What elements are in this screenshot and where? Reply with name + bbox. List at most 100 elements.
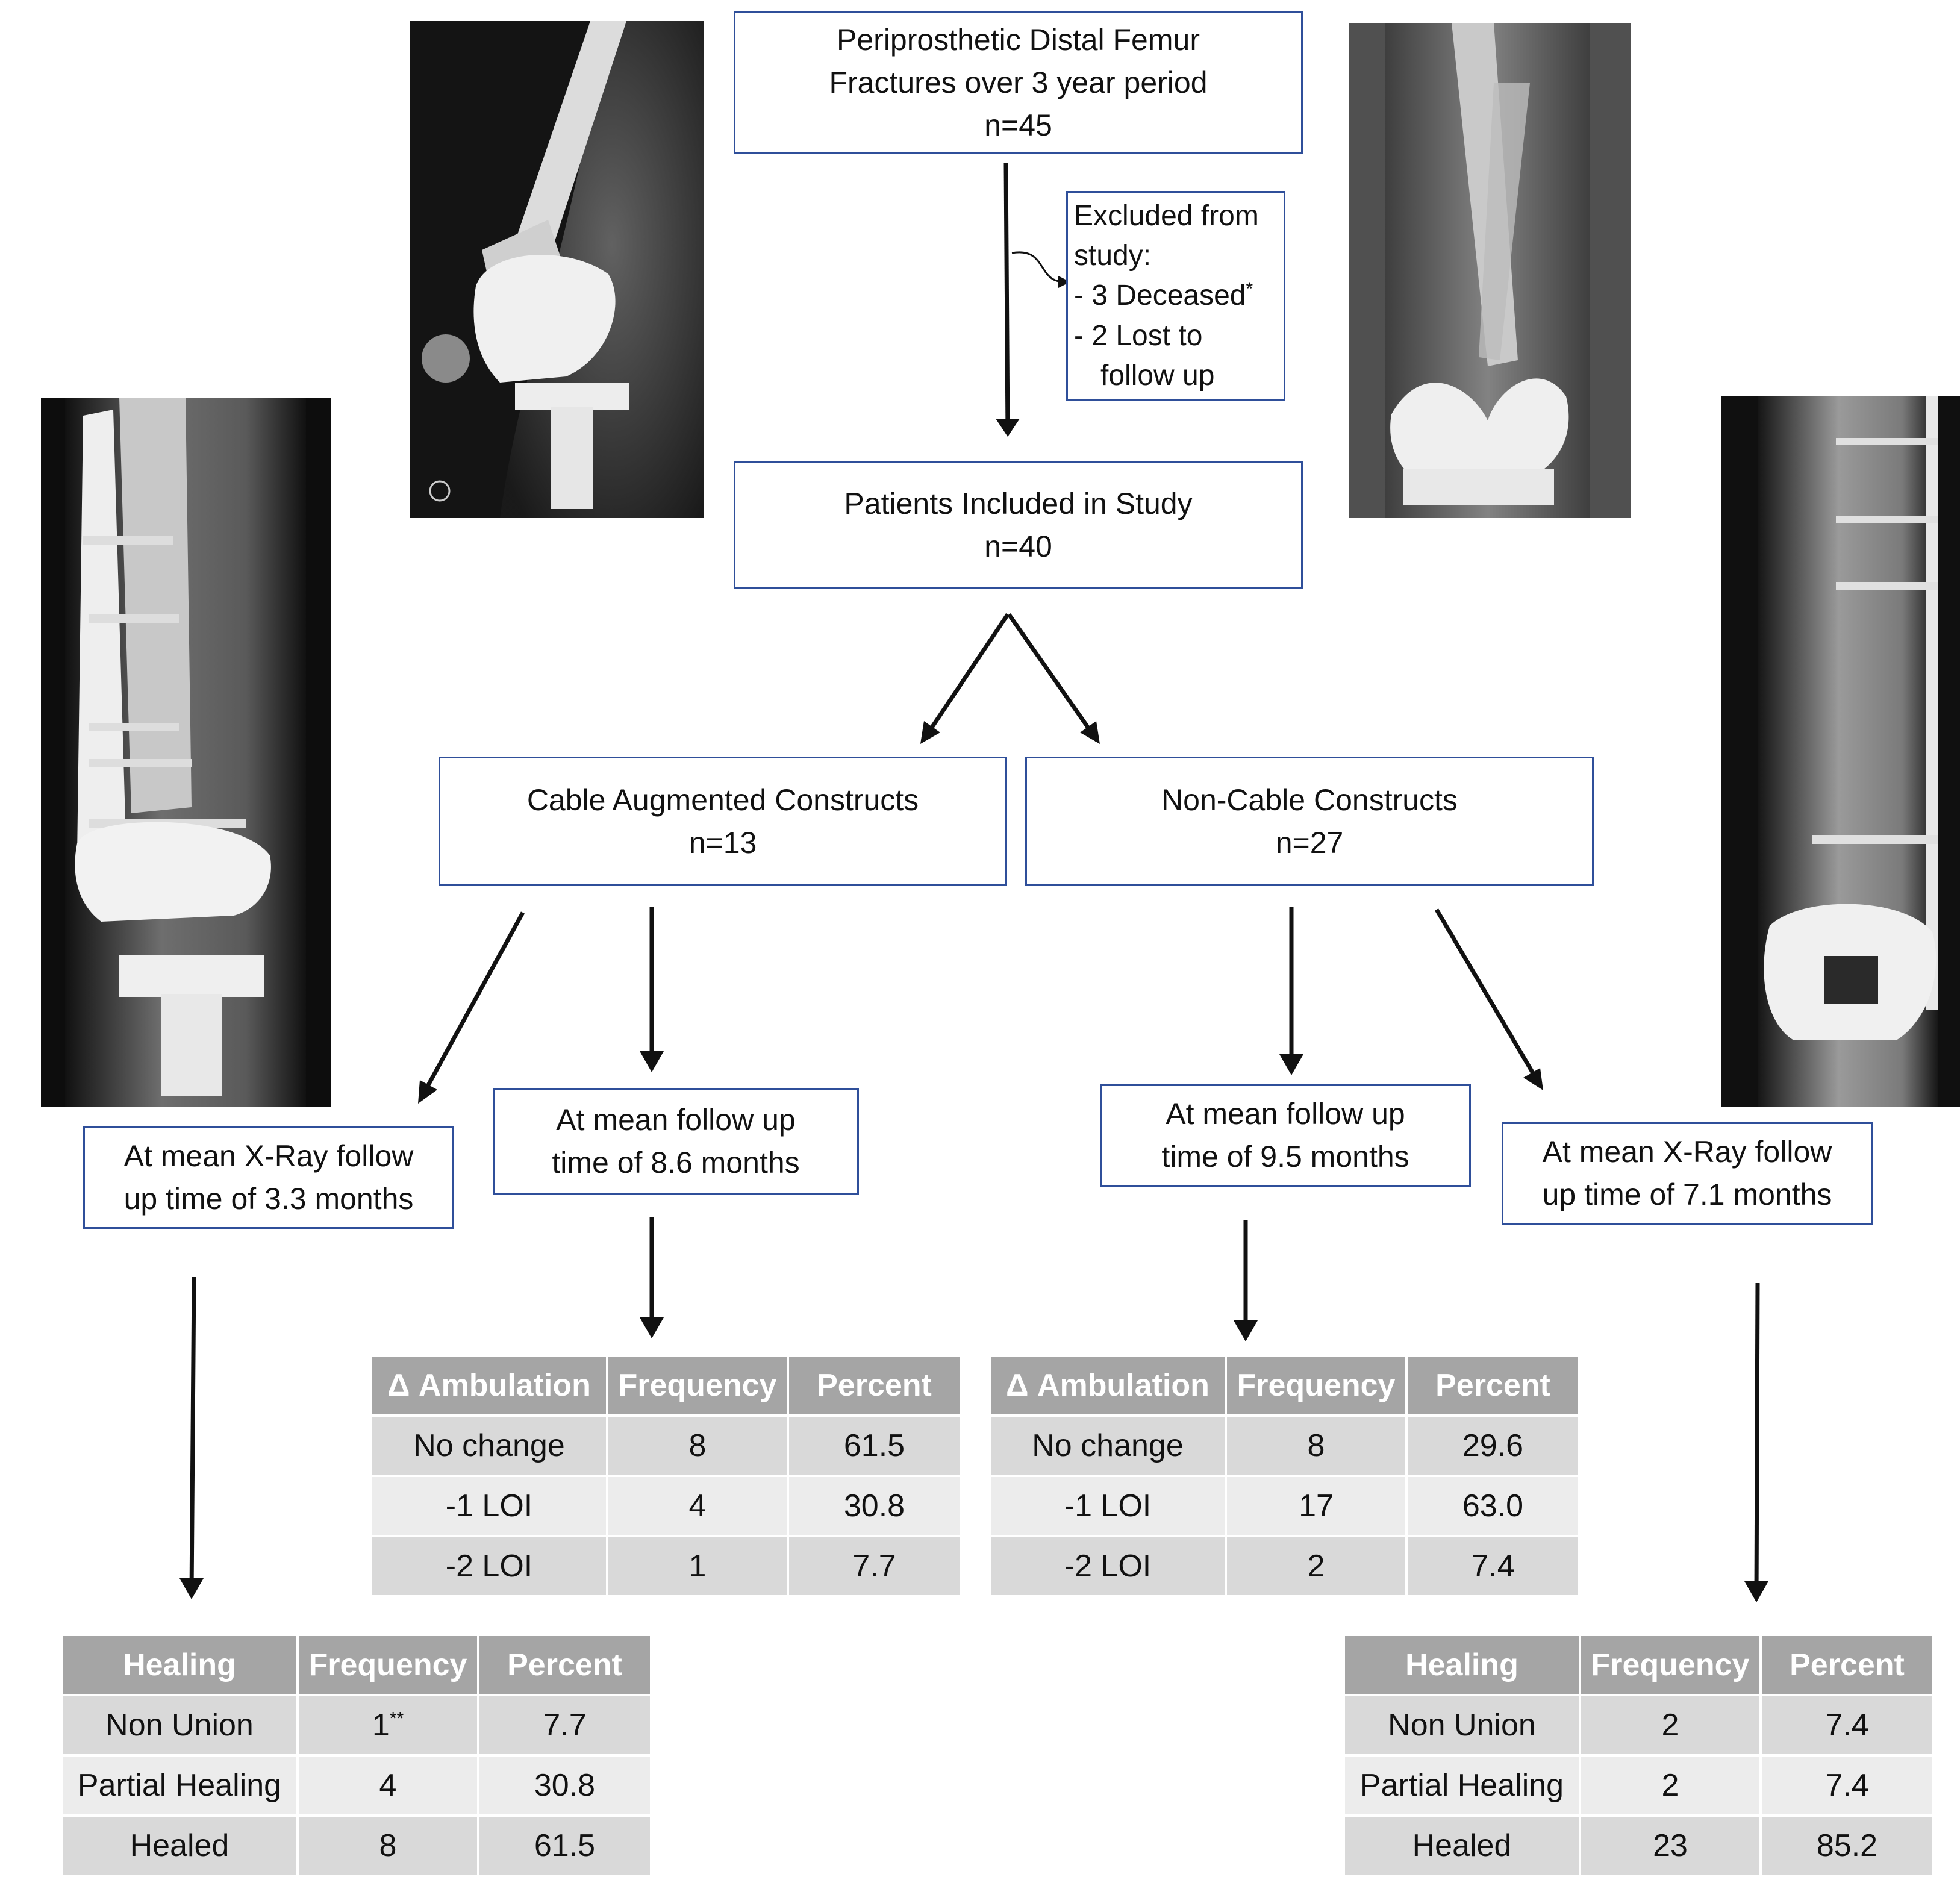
cell-percent: 7.4 [1761,1755,1932,1816]
cell-percent: 7.7 [788,1536,960,1596]
top-box-count: n=45 [984,104,1052,147]
cell-frequency: 1 [607,1536,788,1596]
cell-category: -2 LOI [372,1536,607,1596]
cell-percent: 30.8 [788,1476,960,1536]
table-header-row: Healing Frequency Percent [1345,1636,1932,1695]
cell-frequency-value: 1 [372,1708,390,1743]
header-percent: Percent [1406,1357,1578,1416]
cell-category: No change [372,1416,607,1476]
cell-percent: 7.4 [1406,1536,1578,1596]
cell-category: -1 LOI [991,1476,1226,1536]
cable-title: Cable Augmented Constructs [527,779,919,822]
table-row: -1 LOI 4 30.8 [372,1476,960,1536]
arrow-top-to-included [1006,163,1008,434]
cell-frequency: 4 [607,1476,788,1536]
noncable-xray-line2: up time of 7.1 months [1543,1173,1832,1216]
table-row: -1 LOI 17 63.0 [991,1476,1578,1536]
cell-percent: 7.7 [478,1695,650,1755]
cell-percent: 63.0 [1406,1476,1578,1536]
deceased-footnote-mark: * [1246,279,1253,299]
cell-frequency: 2 [1580,1755,1761,1816]
header-frequency: Frequency [1226,1357,1406,1416]
nonunion-footnote-mark: ** [390,1709,404,1729]
header-healing: Healing [1345,1636,1580,1695]
noncable-title: Non-Cable Constructs [1161,779,1458,822]
table-row: Healed 8 61.5 [63,1816,650,1876]
header-ambulation: Δ Ambulation [372,1357,607,1416]
header-percent: Percent [1761,1636,1932,1695]
cell-percent: 61.5 [788,1416,960,1476]
table-row: -2 LOI 2 7.4 [991,1536,1578,1596]
arrow-noncable-xray-to-table [1756,1283,1758,1596]
cable-followup-line1: At mean follow up [556,1099,795,1142]
excluded-lost: - 2 Lost to [1074,316,1202,356]
cable-box: Cable Augmented Constructs n=13 [439,757,1007,886]
noncable-followup-line1: At mean follow up [1166,1093,1405,1135]
cell-category: Partial Healing [1345,1755,1580,1816]
table-header-row: Healing Frequency Percent [63,1636,650,1695]
header-frequency: Frequency [1580,1636,1761,1695]
cell-frequency: 2 [1226,1536,1406,1596]
cell-category: No change [991,1416,1226,1476]
header-healing: Healing [63,1636,298,1695]
included-title: Patients Included in Study [844,483,1192,525]
table-row: Healed 23 85.2 [1345,1816,1932,1876]
cell-frequency: 8 [607,1416,788,1476]
cell-percent: 29.6 [1406,1416,1578,1476]
header-percent: Percent [478,1636,650,1695]
table-row: Partial Healing 4 30.8 [63,1755,650,1816]
table-header-row: Δ Ambulation Frequency Percent [372,1357,960,1416]
cable-xray-box: At mean X-Ray follow up time of 3.3 mont… [83,1126,454,1229]
table-row: Non Union 1** 7.7 [63,1695,650,1755]
cell-percent: 85.2 [1761,1816,1932,1876]
cell-category: -2 LOI [991,1536,1226,1596]
top-box: Periprosthetic Distal Femur Fractures ov… [734,11,1303,154]
arrow-cable-to-xray [420,913,523,1099]
excluded-deceased: - 3 Deceased* [1074,276,1253,316]
header-percent: Percent [788,1357,960,1416]
cell-category: Healed [63,1816,298,1876]
noncable-xray-line1: At mean X-Ray follow [1543,1131,1832,1173]
cell-frequency: 8 [1226,1416,1406,1476]
cell-percent: 30.8 [478,1755,650,1816]
included-count: n=40 [984,525,1052,568]
table-row: -2 LOI 1 7.7 [372,1536,960,1596]
table-row: Non Union 2 7.4 [1345,1695,1932,1755]
table-row: No change 8 29.6 [991,1416,1578,1476]
header-frequency: Frequency [607,1357,788,1416]
noncable-xray-box: At mean X-Ray follow up time of 7.1 mont… [1502,1122,1873,1225]
cell-percent: 61.5 [478,1816,650,1876]
cell-frequency: 8 [298,1816,478,1876]
table-row: Partial Healing 2 7.4 [1345,1755,1932,1816]
table-row: No change 8 61.5 [372,1416,960,1476]
excluded-followup: follow up [1074,356,1214,396]
top-box-line1: Periprosthetic Distal Femur [837,19,1200,61]
included-box: Patients Included in Study n=40 [734,461,1303,589]
arrow-included-to-noncable [1009,614,1097,741]
arrow-noncable-to-xray [1437,910,1540,1084]
noncable-followup-line2: time of 9.5 months [1161,1135,1409,1178]
header-ambulation: Δ Ambulation [991,1357,1226,1416]
cable-ambulation-table: Δ Ambulation Frequency Percent No change… [372,1357,960,1597]
excluded-box: Excluded from study: - 3 Deceased* - 2 L… [1066,191,1285,401]
noncable-count: n=27 [1276,822,1344,864]
cell-frequency: 4 [298,1755,478,1816]
cable-healing-table: Healing Frequency Percent Non Union 1** … [63,1636,650,1877]
cable-count: n=13 [689,822,757,864]
excluded-line1: Excluded from [1074,196,1259,236]
cell-category: -1 LOI [372,1476,607,1536]
cable-xray-line1: At mean X-Ray follow [124,1135,414,1178]
cable-followup-line2: time of 8.6 months [552,1142,799,1184]
cable-followup-box: At mean follow up time of 8.6 months [493,1088,859,1195]
header-frequency: Frequency [298,1636,478,1695]
cell-category: Healed [1345,1816,1580,1876]
excluded-deceased-text: - 3 Deceased [1074,280,1246,311]
cell-frequency: 23 [1580,1816,1761,1876]
cell-category: Non Union [1345,1695,1580,1755]
cell-frequency: 1** [298,1695,478,1755]
excluded-line2: study: [1074,236,1151,276]
top-box-line2: Fractures over 3 year period [829,61,1207,104]
noncable-ambulation-table: Δ Ambulation Frequency Percent No change… [991,1357,1578,1597]
table-header-row: Δ Ambulation Frequency Percent [991,1357,1578,1416]
